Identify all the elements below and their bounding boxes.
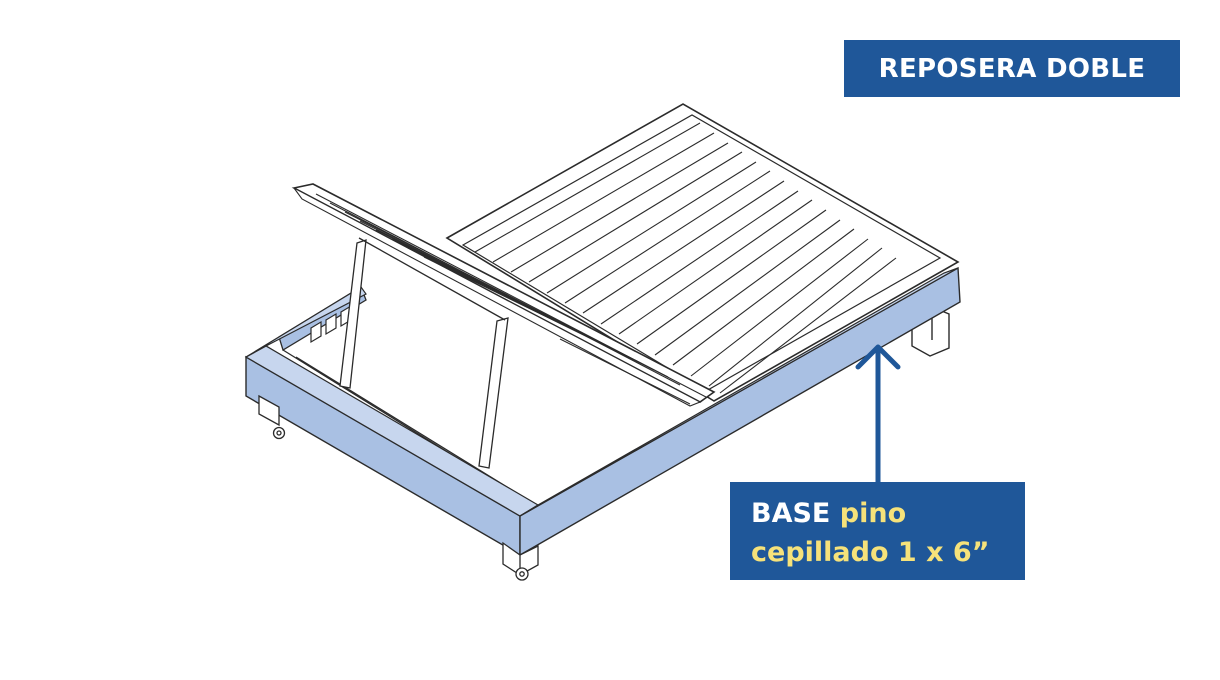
part-label: BASE [751, 498, 831, 529]
seat-deck [445, 103, 960, 402]
front-corner-leg [502, 541, 539, 581]
base-back-rail-top [245, 286, 367, 358]
base-left-rail [245, 355, 521, 557]
material-spec: cepillado 1 x 6” [751, 537, 990, 568]
callout-arrow [855, 344, 901, 487]
base-material-callout: BASE pino cepillado 1 x 6” [730, 482, 1025, 580]
backrest [291, 183, 716, 407]
backrest-supports [339, 237, 509, 469]
material-label: pino [839, 498, 907, 529]
base-right-rail-top [519, 267, 959, 517]
callout-line-1: BASE pino [751, 494, 1025, 533]
front-left-leg [258, 394, 286, 440]
diagram-title: REPOSERA DOBLE [844, 40, 1180, 97]
